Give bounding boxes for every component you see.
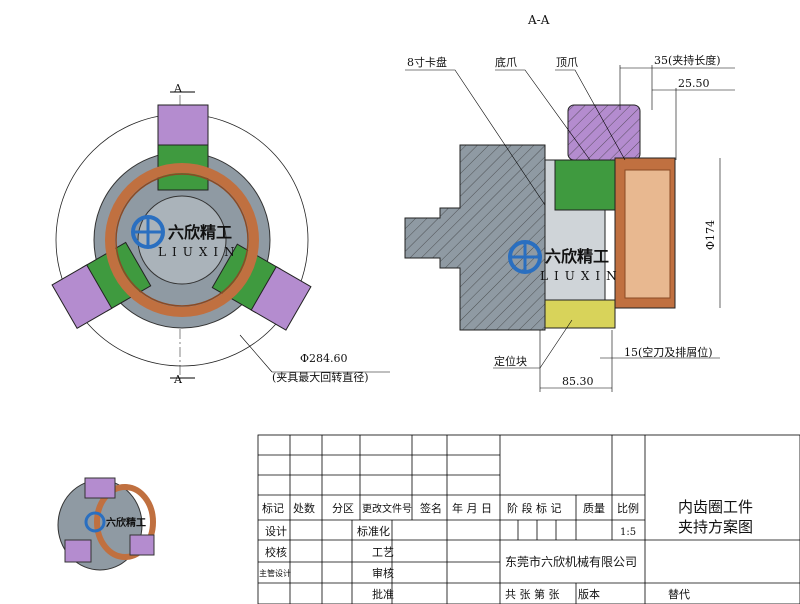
title-block bbox=[257, 434, 800, 604]
dim-swing-diameter: Φ284.60 bbox=[300, 352, 348, 365]
title-block-approvals-2: 审核 bbox=[372, 566, 394, 580]
top-jaw bbox=[567, 104, 641, 161]
title-block-header-4: 签名 bbox=[420, 501, 442, 515]
logo-en: LIUXIN bbox=[158, 245, 241, 259]
title-block-sheets: 共 张 第 张 bbox=[505, 587, 560, 601]
callout-chuck: 8寸卡盘 bbox=[407, 55, 447, 69]
logo-cn: 六欣精工 bbox=[168, 223, 232, 242]
locating-block bbox=[544, 299, 616, 329]
title-block-version: 版本 bbox=[578, 587, 600, 601]
title-block-header-3: 更改文件号 bbox=[362, 502, 412, 515]
title-block-replace: 替代 bbox=[668, 587, 690, 601]
title-block-header-1: 处数 bbox=[293, 502, 315, 515]
scale-value: 1:5 bbox=[620, 527, 636, 538]
dim-relief: 15(空刀及排屑位) bbox=[624, 345, 713, 359]
drawing-title: 内齿圈工件 bbox=[678, 498, 753, 516]
title-block-roles-0: 设计 bbox=[265, 525, 287, 538]
logo-cn: 六欣精工 bbox=[106, 516, 146, 529]
section-label: A-A bbox=[527, 13, 550, 27]
dim-diameter-174: Φ174 bbox=[704, 220, 717, 250]
section-view bbox=[404, 104, 676, 331]
callout-locating-block: 定位块 bbox=[494, 354, 527, 368]
front-view: A A bbox=[51, 82, 312, 386]
logo-left: 六欣精工 LIUXIN bbox=[131, 215, 241, 259]
title-block-stage-header-0: 阶 段 标 记 bbox=[507, 501, 562, 515]
iso-thumbnail: 六欣精工 bbox=[57, 477, 156, 571]
logo-right: 六欣精工 LIUXIN bbox=[508, 240, 623, 283]
drawing-subtitle: 夹持方案图 bbox=[678, 518, 753, 536]
title-block-approvals-0: 标准化 bbox=[357, 524, 390, 538]
base-jaw bbox=[554, 159, 616, 211]
callout-base-jaw: 底爪 bbox=[495, 55, 517, 69]
logo-cn: 六欣精工 bbox=[545, 247, 609, 266]
section-mark-bottom: A bbox=[173, 373, 183, 386]
logo-en: LIUXIN bbox=[540, 269, 623, 283]
title-block-header-5: 年 月 日 bbox=[452, 501, 492, 515]
section-mark-top: A bbox=[173, 82, 183, 95]
title-block-approvals-1: 工艺 bbox=[372, 546, 394, 559]
company-name: 东莞市六欣机械有限公司 bbox=[505, 554, 637, 569]
title-block-stage-header-1: 质量 bbox=[583, 502, 605, 515]
dim-25-50: 25.50 bbox=[678, 77, 710, 90]
dim-swing-note: (夹具最大回转直径) bbox=[272, 370, 369, 384]
title-block-header-0: 标记 bbox=[262, 501, 284, 515]
title-block-header-2: 分区 bbox=[332, 502, 354, 515]
title-block-text: 标记 处数 分区 更改文件号 签名 年 月 日 设计 校核 主管设计 标准化 工… bbox=[259, 498, 753, 601]
title-block-roles-2: 主管设计 bbox=[259, 568, 291, 578]
ring-gear bbox=[105, 163, 259, 317]
title-block-stage-header-2: 比例 bbox=[617, 501, 639, 515]
callout-top-jaw: 顶爪 bbox=[556, 56, 578, 69]
title-block-approvals-3: 批准 bbox=[372, 587, 394, 601]
title-block-roles-1: 校核 bbox=[265, 545, 287, 559]
dim-length: 85.30 bbox=[562, 375, 594, 388]
dim-clamp-length: 35(夹持长度) bbox=[654, 53, 721, 67]
